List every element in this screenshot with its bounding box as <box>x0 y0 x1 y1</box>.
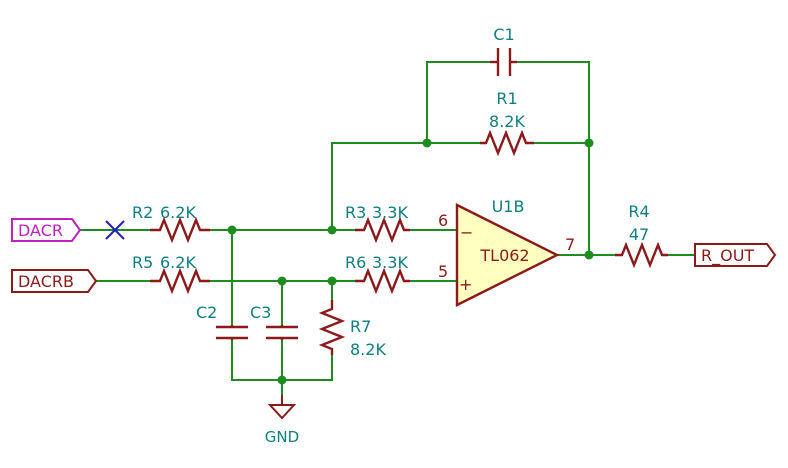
ground-symbol: GND <box>265 395 299 446</box>
r3-ref: R3 <box>345 203 366 222</box>
resistor-r4: R4 47 <box>615 202 668 269</box>
u1b-minus: − <box>460 223 473 242</box>
dacr-label: DACR <box>18 221 63 240</box>
c3-ref: C3 <box>250 303 271 322</box>
u1b-pin7: 7 <box>565 235 575 254</box>
r3-value: 3.3K <box>372 203 408 222</box>
r2-ref: R2 <box>132 203 153 222</box>
u1b-plus: + <box>459 275 472 294</box>
r2-value: 6.2K <box>160 203 196 222</box>
capacitor-c3: C3 <box>250 303 298 340</box>
junction-dot <box>584 138 594 148</box>
c2-ref: C2 <box>196 303 217 322</box>
r5-ref: R5 <box>132 253 153 272</box>
c1-ref: C1 <box>493 25 514 44</box>
r7-value: 8.2K <box>350 340 386 359</box>
junction-dot <box>327 276 337 286</box>
opamp-triangle <box>455 203 560 307</box>
junction-dot <box>422 138 432 148</box>
r4-value: 47 <box>629 225 649 244</box>
wire-c1-right <box>516 61 590 144</box>
u1b-value: TL062 <box>479 246 529 265</box>
capacitor-c1: C1 <box>490 25 517 76</box>
resistor-r7: R7 8.2K <box>318 300 386 359</box>
junction-dot <box>277 276 287 286</box>
resistor-r5: R5 6.2K <box>132 253 210 295</box>
r-out-label: R_OUT <box>701 246 754 266</box>
flag-r-out: R_OUT <box>694 243 777 267</box>
r6-ref: R6 <box>345 253 366 272</box>
resistor-r6: R6 3.3K <box>345 253 410 295</box>
resistor-r2: R2 6.2K <box>132 203 210 244</box>
dacrb-label: DACRB <box>18 272 74 291</box>
r5-value: 6.2K <box>160 253 196 272</box>
wires <box>79 61 696 406</box>
u1b-pin5: 5 <box>438 262 448 281</box>
r1-ref: R1 <box>496 89 517 108</box>
u1b-ref: U1B <box>492 197 525 216</box>
flag-dacr: DACR <box>11 218 82 242</box>
r1-value: 8.2K <box>489 112 525 131</box>
gnd-label: GND <box>265 428 299 446</box>
opamp-u1b: U1B TL062 − + 6 5 7 <box>438 197 575 307</box>
flag-dacrb: DACRB <box>11 269 98 293</box>
u1b-pin6: 6 <box>438 211 448 230</box>
r7-ref: R7 <box>350 317 371 336</box>
resistor-r1: R1 8.2K <box>480 89 534 157</box>
junctions <box>227 138 594 385</box>
resistor-r3: R3 3.3K <box>345 203 410 244</box>
capacitor-c2: C2 <box>196 303 248 340</box>
junction-dot <box>227 225 237 235</box>
junction-dot <box>327 225 337 235</box>
junction-dot <box>584 250 594 260</box>
junction-dot <box>277 375 287 385</box>
wire-c1-left <box>426 61 491 144</box>
ground-icon <box>267 404 297 420</box>
r4-ref: R4 <box>628 202 649 221</box>
r6-value: 3.3K <box>372 253 408 272</box>
no-connect-marker <box>105 220 125 240</box>
